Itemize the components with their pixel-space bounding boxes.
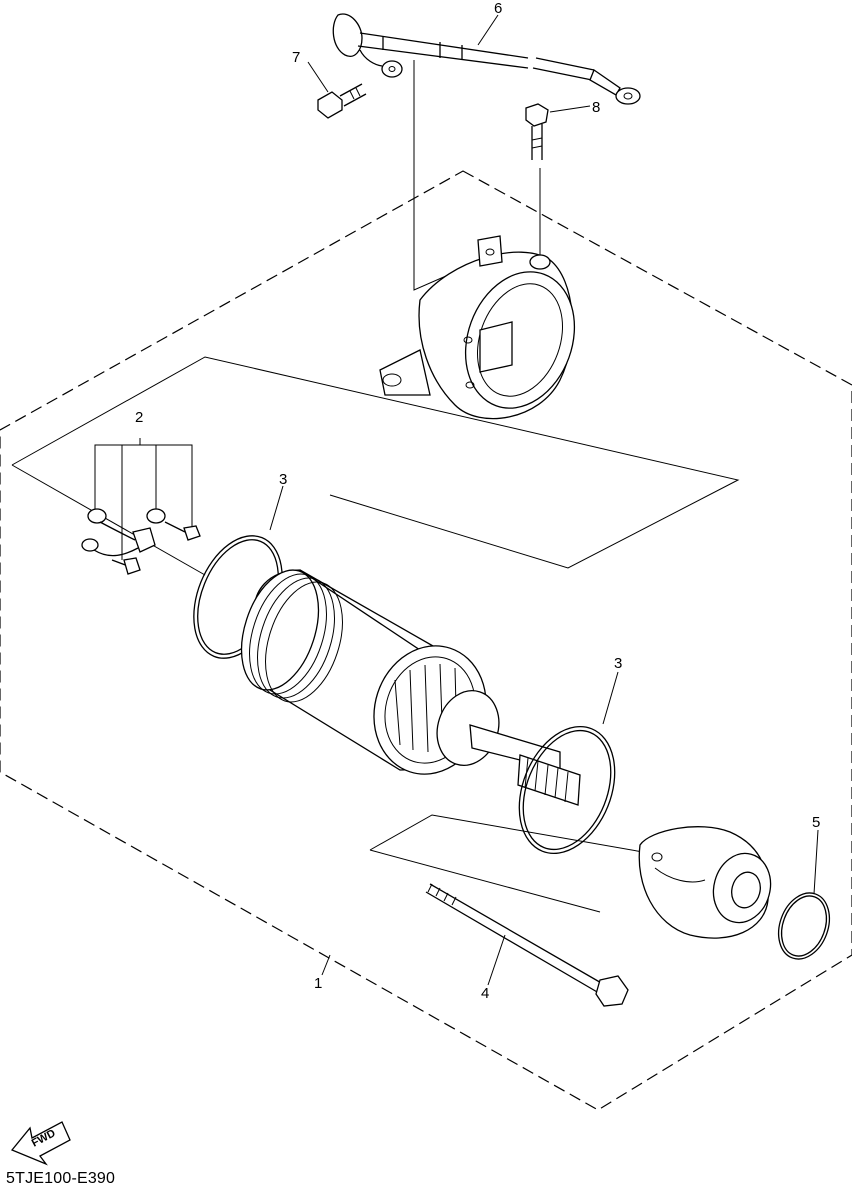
callout-2: 2 [135, 409, 143, 426]
brush-plane-outline [11, 356, 740, 569]
front-cover-plane-outline-b [369, 849, 601, 913]
bolt-8 [525, 103, 549, 160]
callout-5: 5 [812, 814, 820, 831]
lead-wire [332, 13, 641, 105]
front-cover-plane-outline [369, 814, 661, 856]
callout-8: 8 [592, 99, 600, 116]
starter-yoke-armature [240, 569, 581, 806]
through-bolt-4 [425, 883, 629, 1007]
diagram-code: 5TJE100-E390 [6, 1170, 116, 1187]
callout-1: 1 [314, 975, 322, 992]
bracket-leader-line [413, 60, 479, 291]
front-cover [638, 826, 772, 939]
brush-plane-outline-left [11, 464, 206, 576]
bolt-7 [317, 83, 367, 119]
fwd-arrow-icon: FWD [10, 1121, 71, 1166]
callout-7: 7 [292, 49, 300, 66]
callout-6: 6 [494, 0, 502, 17]
callout-3-front: 3 [614, 655, 622, 672]
brush-set [81, 438, 201, 575]
callout-4: 4 [481, 985, 489, 1002]
rear-bracket [379, 235, 576, 420]
o-ring-front [518, 725, 616, 855]
o-ring-5 [777, 892, 831, 960]
callout-3-rear: 3 [279, 471, 287, 488]
